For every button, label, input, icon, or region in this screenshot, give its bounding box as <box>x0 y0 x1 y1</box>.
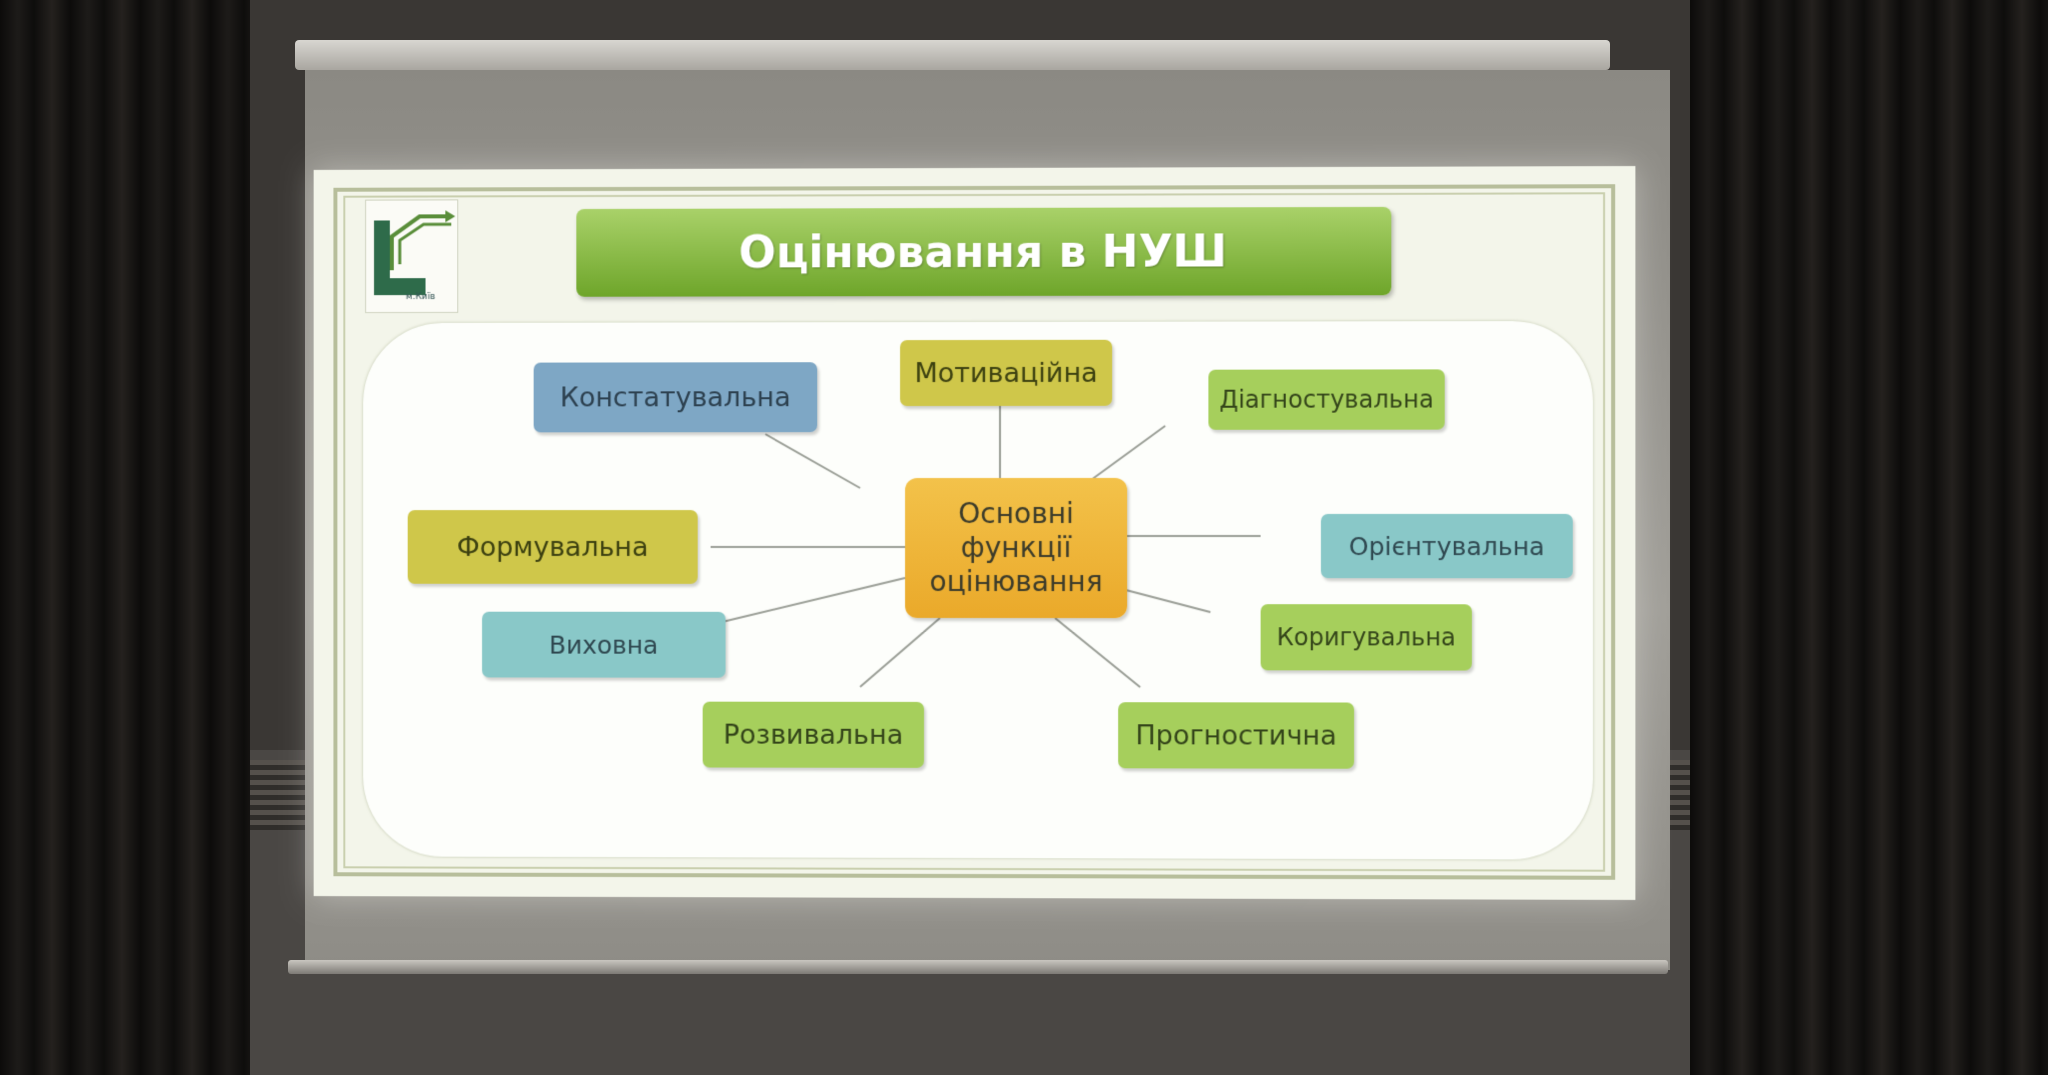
node-konstatuvalna: Констатувальна <box>533 362 818 433</box>
curtain-right <box>1690 0 2048 1075</box>
connector-konstatuvalna <box>765 434 860 488</box>
connector-prohnostychna <box>1055 618 1140 687</box>
slide-title: Оцінювання в НУШ <box>576 206 1392 297</box>
screen-top-bar <box>295 40 1610 70</box>
node-koryhuvalna: Коригувальна <box>1260 604 1472 671</box>
connector-vykhovna <box>723 578 905 622</box>
connector-lines <box>363 399 1593 860</box>
wall-vent-left <box>250 760 310 830</box>
logo-caption: м.Київ <box>405 292 436 303</box>
screen-bottom-bar <box>288 960 1668 974</box>
center-node-line-2: функції <box>960 530 1072 565</box>
node-diahnostuvalna: Діагностувальна <box>1208 369 1445 430</box>
center-node-line-3: оцінювання <box>929 564 1103 599</box>
center-node-line-1: Основні <box>958 496 1074 531</box>
node-rozvyvalna: Розвивальна <box>702 701 925 768</box>
node-oriientuvalna: Орієнтувальна <box>1320 513 1573 579</box>
curtain-left <box>0 0 250 1075</box>
logo-emblem-icon <box>374 200 457 296</box>
center-node: Основні функції оцінювання <box>905 477 1128 619</box>
node-motyvatsiina: Мотиваційна <box>900 339 1113 407</box>
diagram-panel: Констатувальна Мотиваційна Діагностуваль… <box>363 320 1593 860</box>
institute-logo: м.Київ <box>365 199 458 314</box>
node-formuvalna: Формувальна <box>407 510 698 584</box>
connector-rozvyvalna <box>860 617 941 689</box>
node-vykhovna: Виховна <box>482 611 726 678</box>
node-prohnostychna: Прогностична <box>1118 702 1355 769</box>
projected-slide: м.Київ Оцінювання в НУШ Констатувальна М… <box>313 166 1636 900</box>
